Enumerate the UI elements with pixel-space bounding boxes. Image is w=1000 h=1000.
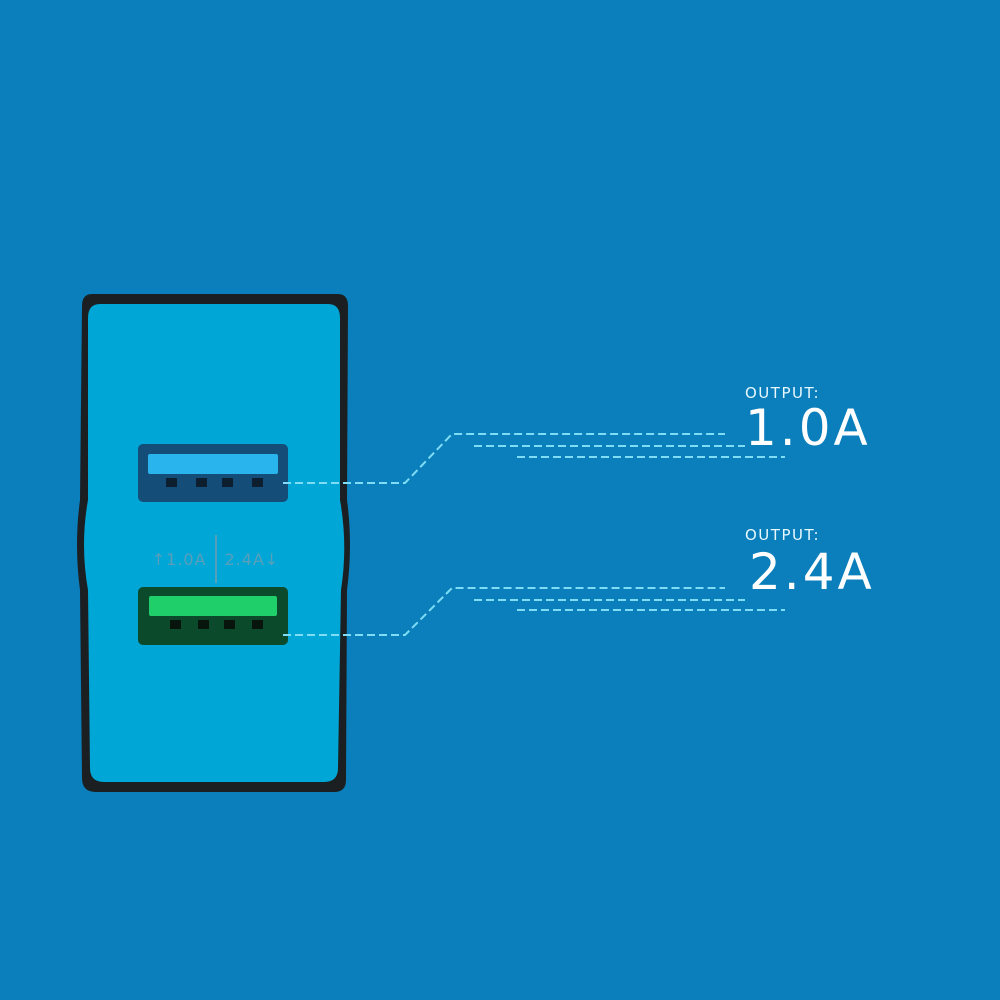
arrow-down-icon: ↓ [264, 549, 280, 569]
callout-output-1: OUTPUT: 1.0A [745, 384, 871, 457]
callout-heading: OUTPUT: [745, 526, 821, 544]
callout-value: 2.4A [749, 543, 875, 601]
arrow-up-icon: ↑ [151, 549, 167, 569]
leader-lines-1 [283, 433, 785, 484]
usb-charger [77, 294, 350, 792]
usb-port-green [138, 587, 288, 645]
rating-right: 2.4A [224, 549, 265, 569]
usb-port-blue [138, 444, 288, 502]
charger-face [84, 304, 345, 782]
leader-lines-2 [283, 587, 785, 636]
callout-heading: OUTPUT: [745, 384, 821, 402]
rating-left: 1.0A [166, 549, 207, 569]
callout-value: 1.0A [745, 399, 871, 457]
charger-rating-label: ↑ 1.0A 2.4A ↓ [128, 535, 303, 583]
callout-output-2: OUTPUT: 2.4A [745, 526, 875, 601]
rating-divider [214, 535, 217, 583]
